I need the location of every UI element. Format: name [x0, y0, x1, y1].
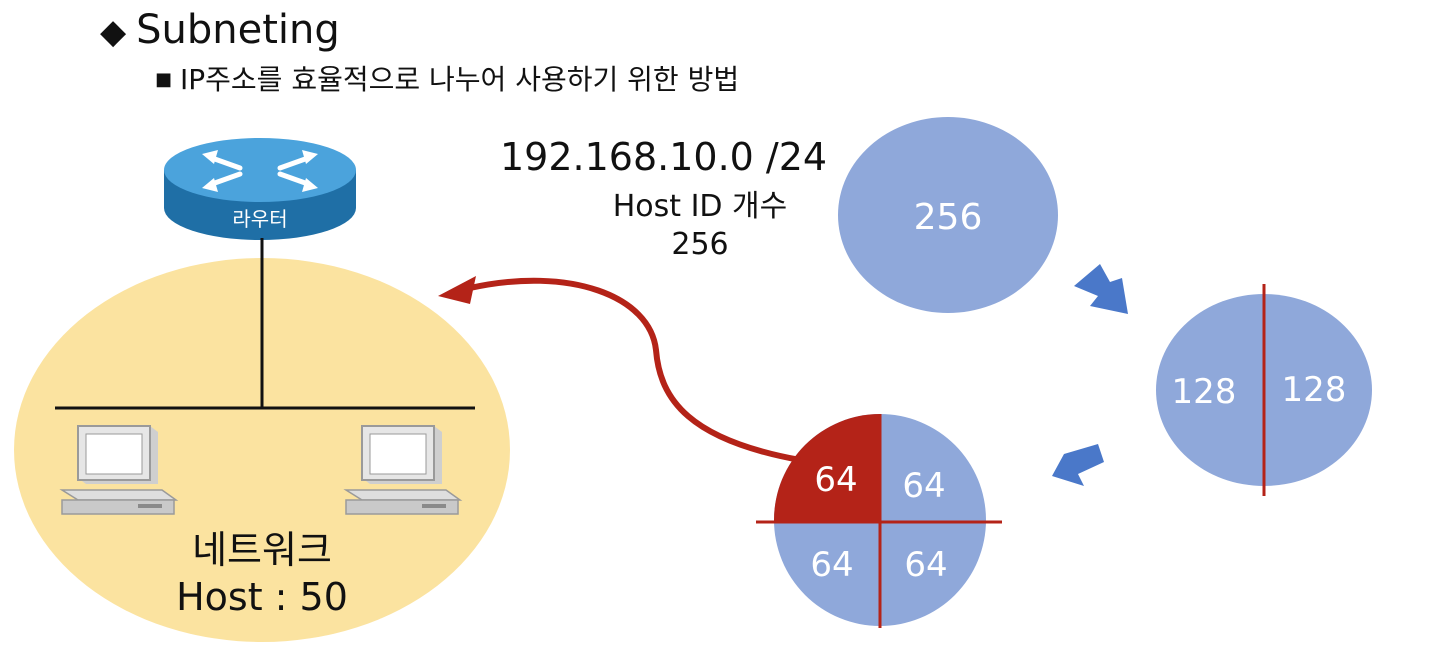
- computer-icon: [59, 425, 179, 515]
- ip-cidr-label: 192.168.10.0 /24: [500, 135, 828, 179]
- arrow-head-icon: [438, 276, 476, 304]
- circle-quarter-label: 64: [902, 466, 945, 506]
- circle-half-label: 128: [1172, 372, 1237, 412]
- host-id-count: 256: [671, 227, 729, 262]
- circle-half-label: 128: [1282, 370, 1347, 410]
- assign-subnet-arrow: [469, 277, 801, 463]
- page-title: ◆Subneting: [100, 7, 340, 53]
- arrow-split-icon: [1074, 264, 1128, 314]
- network-area: [14, 258, 510, 642]
- network-hosts-label: Host : 50: [176, 575, 348, 619]
- diamond-bullet-icon: ◆: [100, 12, 127, 52]
- page-subtitle: ■IP주소를 효율적으로 나누어 사용하기 위한 방법: [155, 63, 740, 96]
- circle-quarter-label: 64: [814, 460, 857, 500]
- arrow-split-icon: [1052, 444, 1104, 486]
- router-icon: 라우터: [164, 138, 356, 240]
- network-label: 네트워크: [192, 528, 332, 572]
- host-id-label: Host ID 개수: [612, 189, 788, 224]
- router-label: 라우터: [232, 207, 287, 231]
- circle-full-label: 256: [914, 197, 983, 238]
- computer-icon: [343, 425, 463, 515]
- square-bullet-icon: ■: [155, 69, 173, 90]
- circle-quarter-label: 64: [810, 545, 853, 585]
- circle-full: [838, 117, 1058, 313]
- circle-quarter-label: 64: [904, 545, 947, 585]
- host-id-block: Host ID 개수 256: [560, 188, 840, 264]
